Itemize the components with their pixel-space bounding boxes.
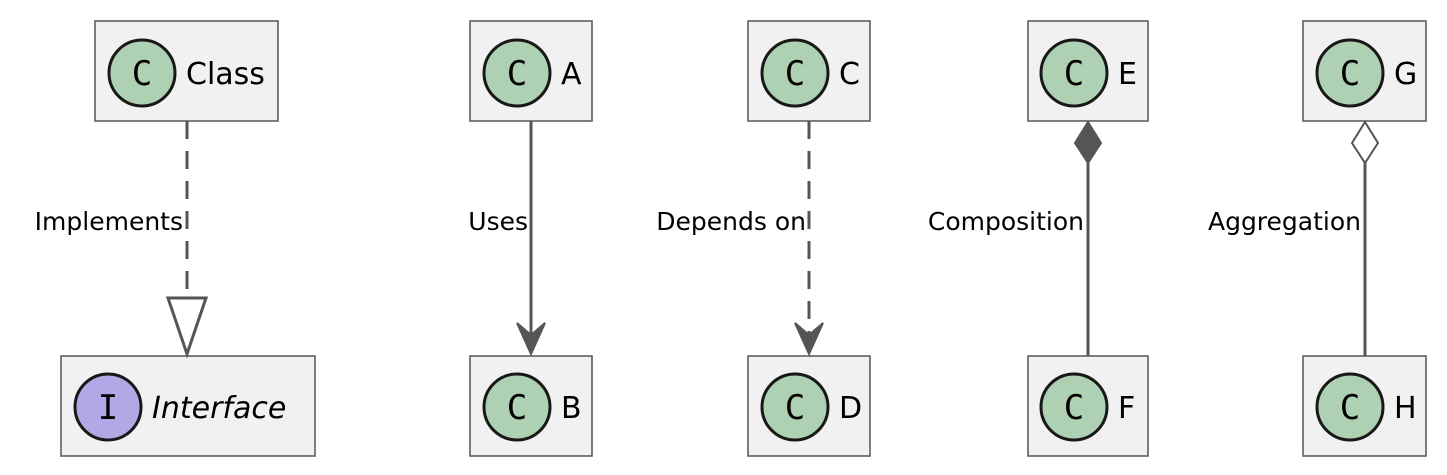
node-g[interactable]: C G — [1302, 20, 1427, 122]
class-badge-letter: C — [785, 54, 805, 94]
class-badge-icon — [1039, 38, 1109, 108]
class-name: B — [561, 391, 582, 426]
arrowhead-icon — [516, 322, 546, 357]
class-name: G — [1394, 57, 1417, 92]
node-e[interactable]: C E — [1027, 20, 1149, 122]
node-h[interactable]: C H — [1302, 355, 1427, 457]
class-name: E — [1118, 57, 1137, 92]
class-badge-icon — [482, 372, 552, 442]
arrowhead-icon — [794, 322, 824, 357]
class-name: F — [1118, 391, 1135, 426]
class-badge-letter: C — [1340, 54, 1360, 94]
relation-label-uses: Uses — [468, 207, 528, 236]
node-interface[interactable]: I Interface — [60, 355, 316, 457]
node-c[interactable]: C C — [747, 20, 871, 122]
class-badge-letter: C — [1340, 388, 1360, 428]
relation-label-aggregation: Aggregation — [1208, 207, 1361, 236]
class-badge-letter: C — [132, 54, 152, 94]
class-badge-letter: C — [1064, 388, 1084, 428]
class-name: A — [561, 57, 582, 92]
interface-badge-icon — [73, 372, 143, 442]
class-badge-icon — [1039, 372, 1109, 442]
node-class[interactable]: C Class — [94, 20, 279, 122]
relation-label-implements: Implements — [35, 207, 183, 236]
class-badge-icon — [1315, 38, 1385, 108]
class-name: Class — [186, 57, 265, 92]
interface-badge-letter: I — [98, 388, 118, 428]
edge-aggregation: Aggregation — [1208, 120, 1380, 356]
hollow-diamond-icon — [1350, 120, 1380, 165]
relation-label-depends-on: Depends on — [656, 207, 806, 236]
interface-name: Interface — [152, 391, 286, 426]
class-badge-icon — [482, 38, 552, 108]
node-f[interactable]: C F — [1027, 355, 1149, 457]
class-badge-letter: C — [507, 388, 527, 428]
class-badge-letter: C — [1064, 54, 1084, 94]
class-badge-letter: C — [785, 388, 805, 428]
edge-composition: Composition — [928, 120, 1103, 356]
edge-implements: Implements — [35, 121, 209, 359]
hollow-triangle-arrowhead-icon — [165, 296, 209, 359]
class-name: H — [1394, 391, 1417, 426]
filled-diamond-icon — [1073, 120, 1103, 165]
edge-depends-on: Depends on — [656, 121, 824, 357]
class-badge-icon — [1315, 372, 1385, 442]
class-name: C — [839, 57, 860, 92]
class-badge-letter: C — [507, 54, 527, 94]
class-badge-icon — [760, 372, 830, 442]
edge-uses: Uses — [468, 121, 546, 357]
node-d[interactable]: C D — [747, 355, 871, 457]
class-badge-icon — [107, 38, 177, 108]
node-b[interactable]: C B — [469, 355, 593, 457]
class-name: D — [839, 391, 862, 426]
class-badge-icon — [760, 38, 830, 108]
node-a[interactable]: C A — [469, 20, 593, 122]
relation-label-composition: Composition — [928, 207, 1084, 236]
